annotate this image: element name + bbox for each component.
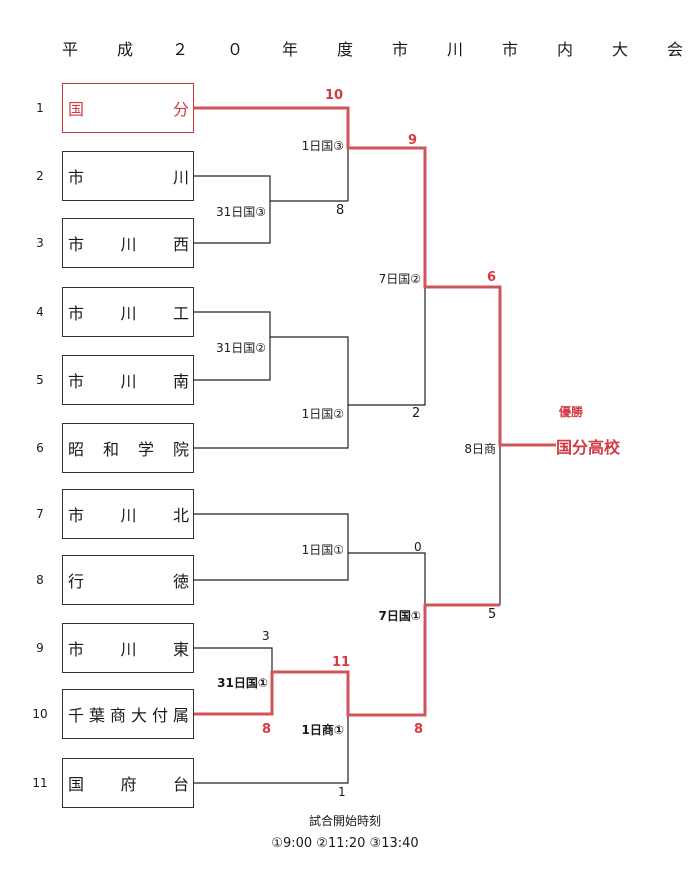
line-qfc-out	[348, 552, 426, 605]
match-label-sfa: 7日国②	[378, 272, 421, 286]
score-kokubun-qf: 10	[325, 88, 344, 103]
team-name-char: 市	[68, 168, 85, 187]
team-box: 市川北	[62, 489, 194, 539]
score-kokubun-sf: 9	[408, 133, 418, 148]
seed-number: 10	[32, 707, 48, 721]
team-name-char: 市	[68, 506, 85, 525]
line-r1b-out	[194, 336, 349, 449]
team-box: 市川	[62, 151, 194, 201]
score-chiba-r1: 8	[262, 722, 272, 737]
match-label-qfc: 1日国①	[301, 543, 344, 557]
team-box: 市川工	[62, 287, 194, 337]
match-label-qfd: 1日商①	[301, 723, 344, 737]
score-kokubun-final: 6	[487, 270, 497, 285]
team-box: 国府台	[62, 758, 194, 808]
seed-number: 9	[36, 641, 44, 655]
team-box: 市川西	[62, 218, 194, 268]
team-name-char: 川	[172, 168, 189, 187]
match-label-r1a: 31日国③	[215, 205, 266, 219]
champion-name: 国分高校	[556, 438, 621, 457]
score-ichikawa-qf: 8	[336, 203, 345, 218]
team-name-char: 市	[68, 372, 85, 391]
match-label-r1c: 31日国①	[217, 676, 268, 690]
team-name-char: 北	[172, 506, 189, 525]
page-title: 平 成 ２ ０ 年 度 市 川 市 内 大 会	[62, 40, 695, 59]
team-name-char: 川	[120, 372, 137, 391]
match-label-sfb: 7日国①	[378, 609, 421, 623]
win-path-bottom	[194, 603, 500, 717]
team-name-char: 府	[120, 775, 137, 794]
seed-number: 3	[36, 236, 44, 250]
team-name-char: 川	[120, 640, 137, 659]
seed-number: 5	[36, 373, 44, 387]
team-name-char: 学	[137, 440, 154, 459]
team-name-char: 商	[109, 706, 126, 725]
team-box: 市川東	[62, 623, 194, 673]
team-name-char: 工	[172, 304, 189, 323]
bracket-lines	[194, 106, 556, 784]
team-name-char: 国	[68, 775, 85, 794]
team-name-char: 市	[68, 235, 85, 254]
match-label-r1b: 31日国②	[215, 341, 266, 355]
seed-number: 4	[36, 305, 44, 319]
line-r1c-top	[194, 647, 273, 672]
line-qfd-bottom	[194, 715, 349, 784]
line-qfc	[194, 513, 349, 581]
seed-number: 2	[36, 169, 44, 183]
match-label-final: 8日商	[464, 442, 496, 456]
team-name-char: 院	[172, 440, 189, 459]
seed-number: 1	[36, 101, 44, 115]
line-r1a	[194, 175, 271, 244]
team-name-char: 属	[172, 706, 189, 725]
score-chiba-final: 5	[488, 607, 497, 622]
score-ichikawahigashi-r1: 3	[262, 629, 270, 643]
team-name-char: 分	[172, 100, 189, 119]
score-showa-sf: 2	[412, 406, 421, 421]
champion-heading: 優勝	[559, 405, 584, 419]
seed-number: 7	[36, 507, 44, 521]
team-name-char: 行	[68, 572, 85, 591]
team-name-char: 川	[120, 235, 137, 254]
team-name-char: 東	[172, 640, 189, 659]
match-label-qfb: 1日国②	[301, 407, 344, 421]
team-name-char: 千	[68, 706, 85, 725]
team-box: 千葉商大付属	[62, 689, 194, 739]
team-name-char: 国	[68, 100, 85, 119]
match-label-qfa: 1日国③	[301, 139, 344, 153]
team-name-char: 徳	[172, 572, 189, 591]
win-path-top	[194, 106, 556, 447]
team-name-char: 南	[172, 372, 189, 391]
seed-number: 6	[36, 441, 44, 455]
team-box: 市川南	[62, 355, 194, 405]
team-name-char: 台	[172, 775, 189, 794]
score-ichikawakita-sf: 0	[414, 540, 422, 554]
seed-number: 8	[36, 573, 44, 587]
seed-number: 11	[32, 776, 48, 790]
team-name-char: 和	[102, 440, 119, 459]
schedule-caption: 試合開始時刻	[308, 814, 381, 828]
score-chiba-sf: 8	[414, 722, 424, 737]
team-box: 昭和学院	[62, 423, 194, 473]
team-name-char: 大	[130, 706, 147, 725]
score-chiba-qf: 11	[332, 655, 351, 670]
team-box: 国分	[62, 83, 194, 133]
line-qfb-out	[348, 287, 426, 406]
team-name-char: 付	[151, 706, 168, 725]
team-name-char: 市	[68, 304, 85, 323]
team-name-char: 西	[172, 235, 189, 254]
score-kounodai-qf: 1	[338, 785, 346, 799]
team-box: 行徳	[62, 555, 194, 605]
team-name-char: 市	[68, 640, 85, 659]
line-r1b	[194, 311, 271, 381]
team-name-char: 川	[120, 506, 137, 525]
team-name-char: 昭	[68, 440, 85, 459]
team-name-char: 葉	[88, 706, 105, 725]
schedule-times: ①9:00 ②11:20 ③13:40	[271, 836, 419, 851]
team-name-char: 川	[120, 304, 137, 323]
